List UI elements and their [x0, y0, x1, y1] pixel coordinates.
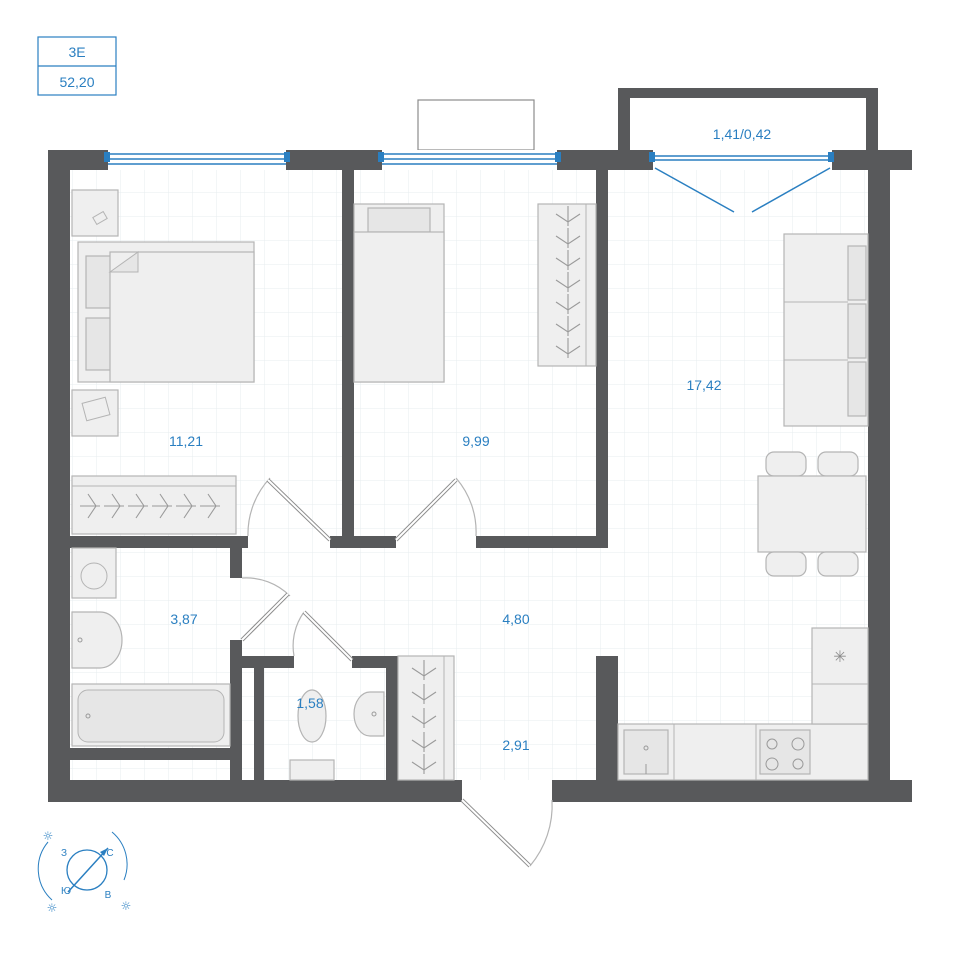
entry-area: 2,91: [502, 737, 529, 753]
apartment-badge: 3E 52,20: [37, 36, 117, 96]
compass-north: С: [106, 848, 113, 859]
compass-east: В: [105, 890, 112, 901]
bathroom-area: 3,87: [170, 611, 197, 627]
wc-area: 1,58: [296, 695, 323, 711]
balcony-area: 1,41/0,42: [713, 126, 772, 142]
sofa: [783, 233, 869, 427]
hall-area: 4,80: [502, 611, 529, 627]
sunset-icon: ☼: [121, 899, 132, 913]
sunrise-icon: ☼: [43, 829, 54, 843]
stove: [759, 729, 811, 775]
wc-sink: [353, 691, 385, 737]
fridge-icon: ✳: [833, 647, 846, 666]
nightstand-bottom: [71, 389, 119, 437]
walls: [48, 150, 912, 802]
living-area: 17,42: [686, 377, 721, 393]
compass-west: З: [61, 848, 67, 859]
bedroom-area: 11,21: [169, 433, 203, 449]
sun-icon: ☼: [47, 901, 58, 915]
double-bed: [77, 241, 255, 383]
nightstand-top: [71, 189, 119, 237]
balcony: [618, 88, 878, 152]
toilet: [289, 689, 335, 781]
room2-door: [394, 477, 477, 542]
svg-text:✳: ✳: [833, 647, 846, 666]
compass-needle: [67, 847, 109, 893]
bedroom-door: [247, 477, 332, 542]
apartment-area: 52,20: [59, 74, 94, 90]
kitchen-sink: [623, 729, 669, 775]
bathtub: [71, 683, 231, 747]
compass-south: Ю: [61, 886, 71, 897]
entrance-door: [460, 798, 553, 868]
washing-machine: [71, 547, 117, 599]
hall-wardrobe: [397, 655, 455, 781]
room2-area: 9,99: [462, 433, 489, 449]
window-bedroom: [104, 150, 290, 170]
window-room2: [378, 150, 561, 170]
bathroom-door: [240, 577, 291, 642]
apartment-type: 3E: [68, 44, 85, 60]
room2-wardrobe: [537, 203, 597, 367]
vent-shaft: [417, 99, 535, 151]
compass: С Ю З В ☼ ☼ ☼: [37, 829, 132, 915]
bedroom-wardrobe: [71, 475, 237, 535]
bathroom-sink: [71, 611, 123, 669]
balcony-door: [649, 150, 834, 213]
single-bed: [353, 203, 445, 383]
dining-table: [757, 451, 867, 577]
wc-door: [292, 610, 354, 662]
